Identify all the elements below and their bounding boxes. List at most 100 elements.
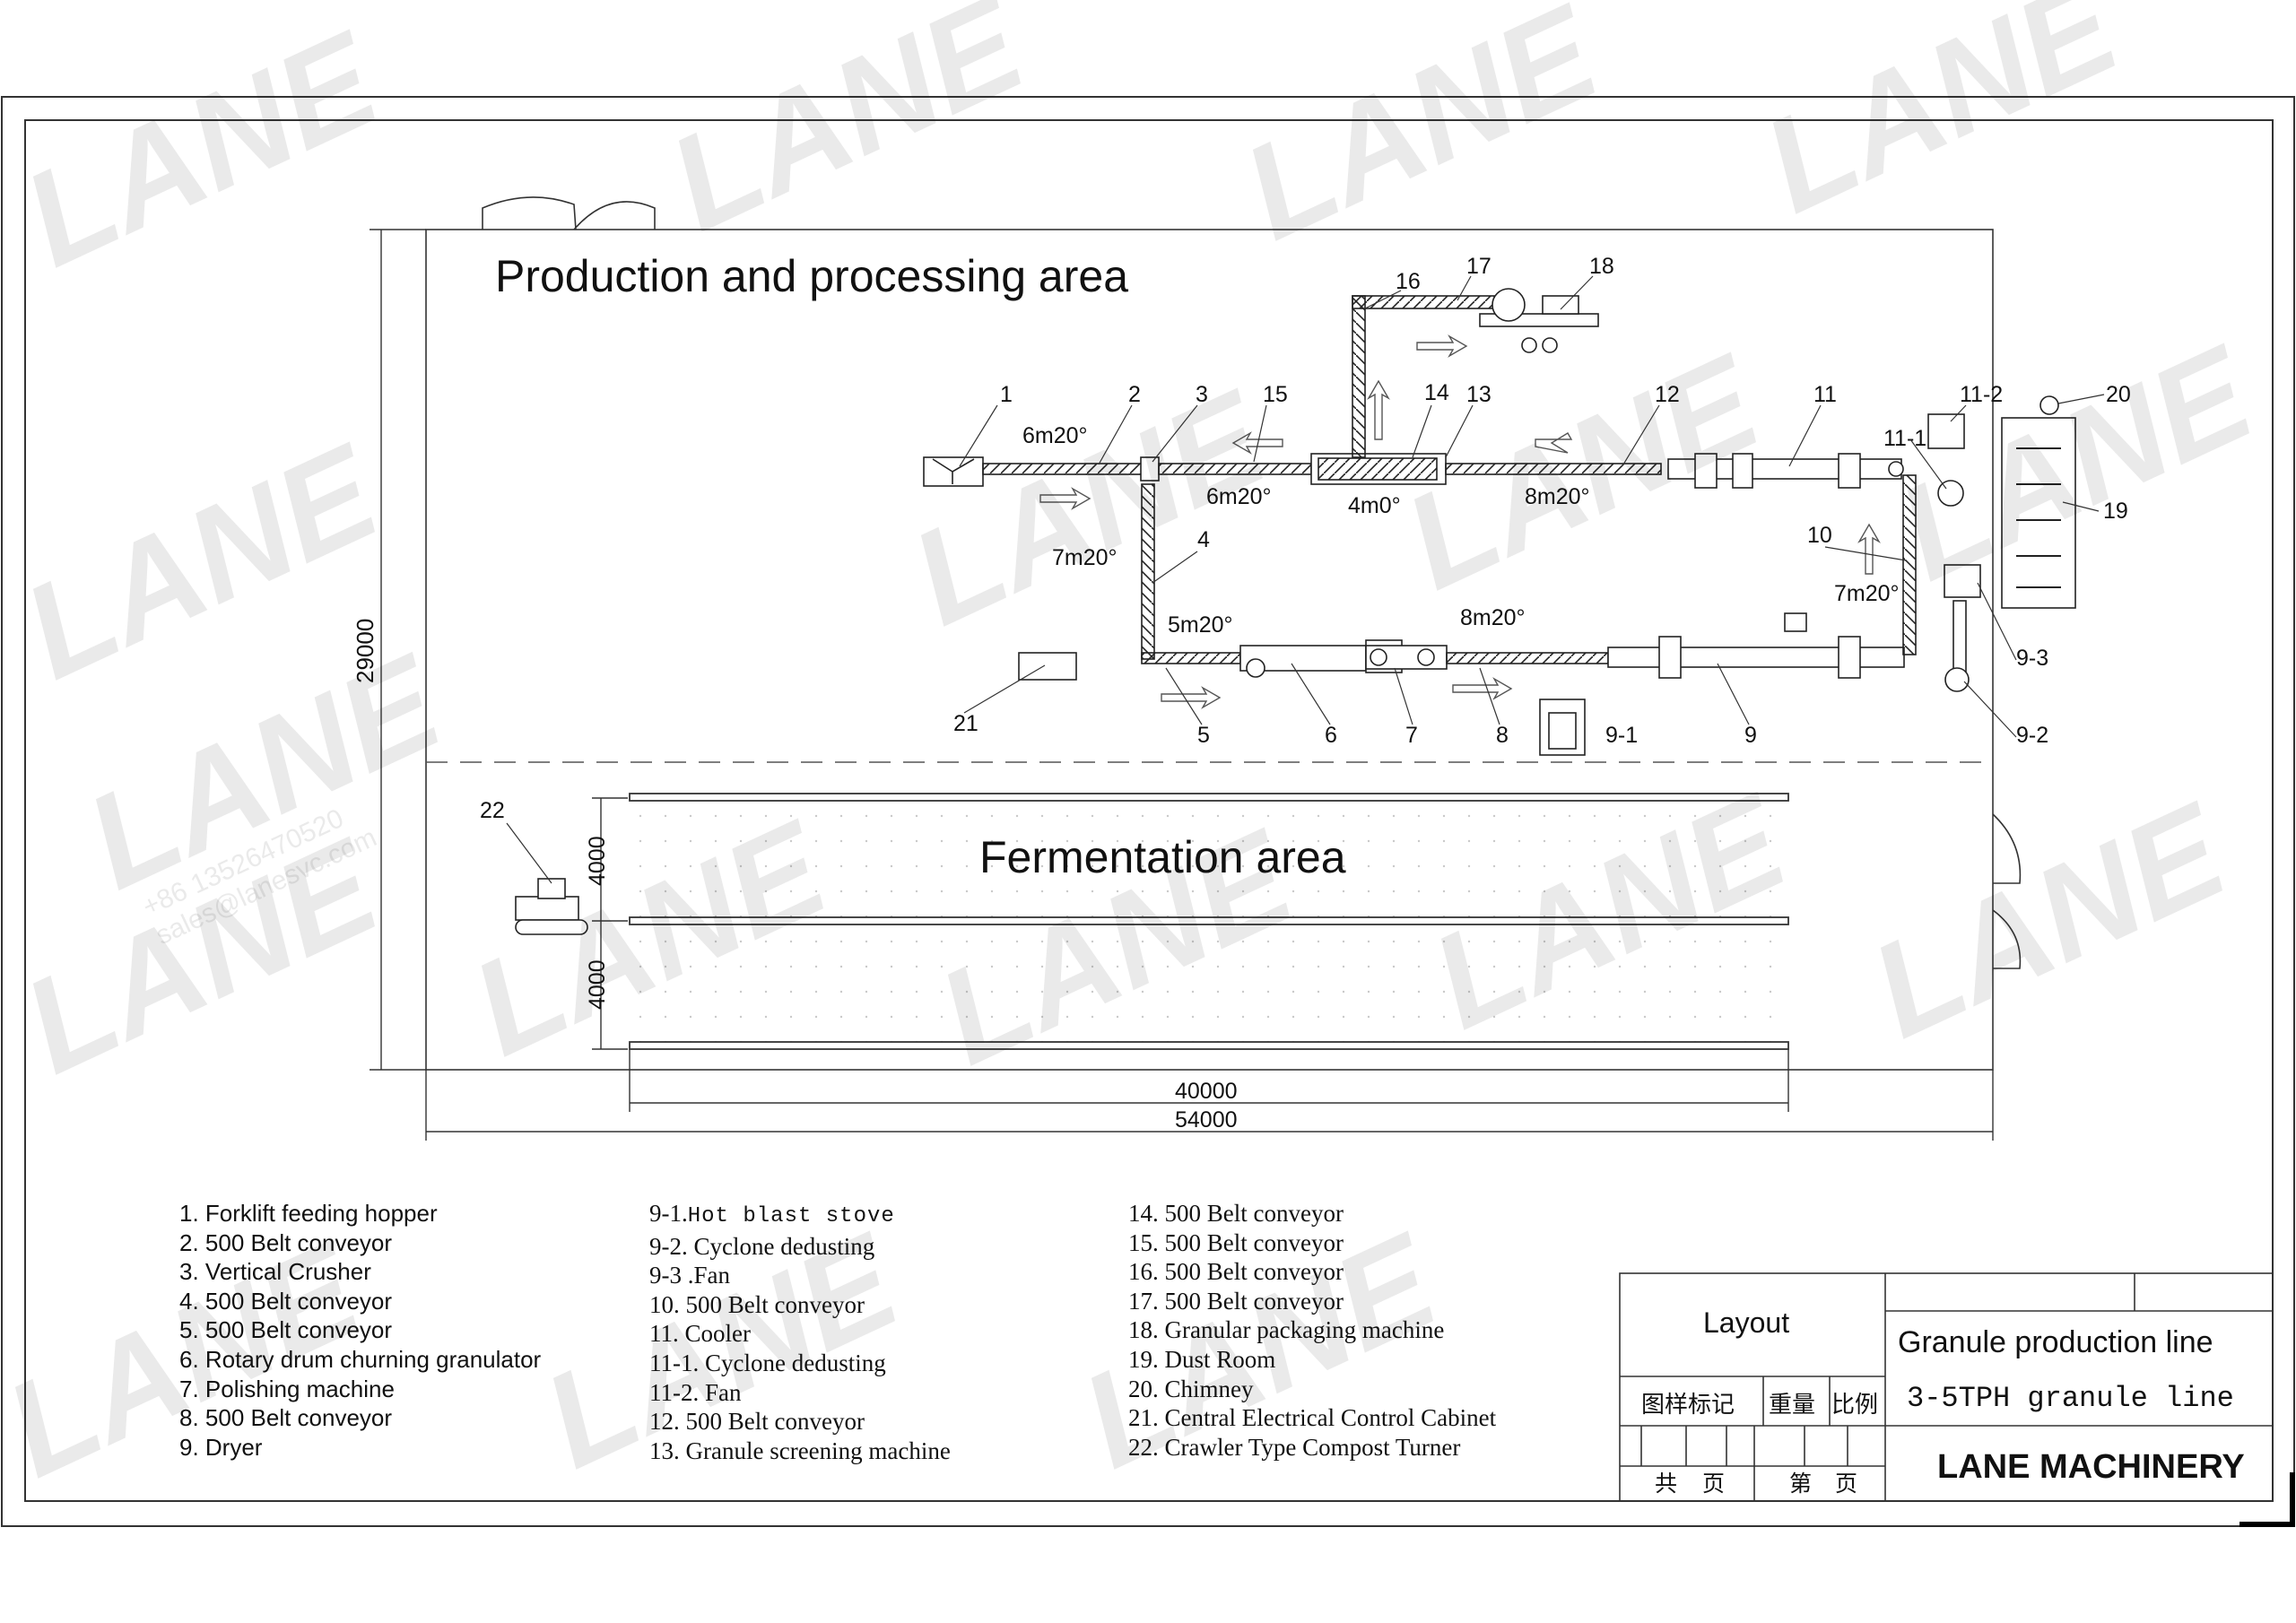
callout-19: 19: [2103, 499, 2128, 524]
svg-text:LANE: LANE: [648, 0, 1048, 259]
legend-item: 18. Granular packaging machine: [1128, 1316, 1445, 1344]
legend-item: 11-1. Cyclone dedusting: [649, 1349, 886, 1376]
callout-22: 22: [480, 798, 505, 823]
conveyor-10: [1902, 474, 1917, 655]
callout-11-1: 11-1: [1883, 426, 1926, 451]
spec-c4: 7m20°: [1052, 545, 1118, 570]
dim-length-inner: 40000: [1175, 1079, 1238, 1104]
legend-item: 21. Central Electrical Control Cabinet: [1128, 1404, 1497, 1432]
spec-c2: 6m20°: [1022, 423, 1088, 448]
callout-9-1: 9-1: [1605, 723, 1638, 748]
legend-item: 6. Rotary drum churning granulator: [179, 1345, 542, 1373]
dim-length-total: 54000: [1175, 1107, 1238, 1133]
callout-12: 12: [1655, 382, 1680, 407]
dimension-lines: [370, 229, 1994, 1141]
svg-text:LANE: LANE: [891, 361, 1290, 654]
title-page-2: 页: [1835, 1472, 1857, 1497]
door-top: [482, 196, 656, 230]
dim-lane-width-2: 4000: [585, 959, 610, 1010]
callout-1: 1: [1000, 382, 1013, 407]
svg-text:LANE: LANE: [1222, 0, 1622, 268]
callout-9-2: 9-2: [2016, 723, 2048, 748]
title-layout: Layout: [1703, 1306, 1789, 1339]
callout-15: 15: [1263, 382, 1288, 407]
callout-5: 5: [1197, 723, 1210, 748]
trough-walls: [629, 793, 1789, 1050]
spec-c15: 6m20°: [1206, 484, 1272, 509]
legend-item: 16. 500 Belt conveyor: [1128, 1258, 1344, 1286]
flow-arrows: [1039, 334, 1881, 709]
equipment: [515, 288, 2076, 935]
legend-item: 11-2. Fan: [649, 1378, 742, 1406]
title-weight-label: 重量: [1769, 1392, 1815, 1418]
callout-18: 18: [1589, 254, 1614, 279]
legend-item: 3. Vertical Crusher: [179, 1258, 371, 1286]
legend-item: 9-2. Cyclone dedusting: [649, 1232, 875, 1260]
dim-lane-width-1: 4000: [585, 836, 610, 886]
door-right: [1992, 813, 2022, 969]
spec-c14: 4m0°: [1348, 493, 1401, 518]
legend-item: 17. 500 Belt conveyor: [1128, 1287, 1344, 1315]
legend-item: 14. 500 Belt conveyor: [1128, 1200, 1344, 1227]
dryer: [1607, 647, 1905, 668]
svg-text:LANE: LANE: [1877, 317, 2276, 609]
legend-item: 8. 500 Belt conveyor: [179, 1404, 393, 1432]
fermentation-area-title: Fermentation area: [979, 832, 1346, 882]
legend-item: 11. Cooler: [649, 1320, 751, 1348]
inner-border: [24, 119, 2274, 1502]
callout-9-3: 9-3: [2016, 646, 2048, 671]
legend-item: 12. 500 Belt conveyor: [649, 1408, 865, 1436]
svg-text:LANE: LANE: [1850, 774, 2249, 1066]
callout-11: 11: [1813, 382, 1837, 407]
dim-height-total: 29000: [352, 619, 378, 683]
chimney: [2039, 395, 2059, 415]
outer-border: [1, 96, 2295, 1527]
title-block: [1619, 1272, 2274, 1502]
callout-2: 2: [1128, 382, 1141, 407]
spec-c5: 5m20°: [1168, 612, 1233, 638]
conveyor-12: [1445, 463, 1662, 475]
legend-item-prefix: 9-1.: [649, 1200, 688, 1227]
legend-col-2: 9-1.Hot blast stove 9-2. Cyclone dedusti…: [649, 1199, 951, 1465]
legend-item: 22. Crawler Type Compost Turner: [1128, 1433, 1461, 1461]
callout-6: 6: [1325, 723, 1337, 748]
spec-c10: 7m20°: [1834, 581, 1900, 606]
callouts: 1 2 3 15 16 17 18 14 13 12 11 11-2 20 11…: [480, 254, 2131, 823]
conveyor-16: [1352, 295, 1366, 458]
title-page-1: 第: [1789, 1471, 1812, 1497]
title-product: Granule production line: [1898, 1325, 2213, 1359]
conveyor-17: [1352, 295, 1495, 309]
legend-col-3: 14. 500 Belt conveyor 15. 500 Belt conve…: [1128, 1199, 1496, 1462]
legend-col-1: 1. Forklift feeding hopper 2. 500 Belt c…: [179, 1199, 541, 1462]
legend-item: 10. 500 Belt conveyor: [649, 1290, 865, 1318]
title-capacity: 3-5TPH granule line: [1907, 1382, 2234, 1415]
callout-21: 21: [953, 711, 978, 736]
title-company: LANE MACHINERY: [1937, 1448, 2245, 1486]
callout-3: 3: [1196, 382, 1208, 407]
legend-item: 15. 500 Belt conveyor: [1128, 1228, 1344, 1256]
production-area-title: Production and processing area: [495, 251, 1128, 301]
legend-item: 5. 500 Belt conveyor: [179, 1316, 393, 1344]
legend-item: 9-1.Hot blast stove: [649, 1199, 951, 1232]
legend-item: 1. Forklift feeding hopper: [179, 1200, 438, 1227]
fan-9-3: [1944, 564, 1981, 598]
legend-item: 2. 500 Belt conveyor: [179, 1228, 393, 1256]
legend-item: 7. Polishing machine: [179, 1375, 395, 1402]
conveyor-5: [1141, 652, 1241, 664]
callout-16: 16: [1396, 269, 1421, 294]
conveyor-specs: 6m20° 6m20° 4m0° 8m20° 7m20° 5m20° 8m20°…: [1022, 423, 1900, 638]
corner-mark: [2239, 1472, 2295, 1527]
title-total-1: 共: [1655, 1471, 1677, 1497]
spec-c8: 8m20°: [1460, 605, 1526, 630]
callout-11-2: 11-2: [1960, 382, 2003, 407]
callout-17: 17: [1466, 254, 1492, 279]
legend-item: 20. Chimney: [1128, 1375, 1254, 1402]
legend-item: 9-3 .Fan: [649, 1262, 730, 1289]
compost-turner: [515, 896, 579, 921]
cyclone-9-2: [1944, 667, 1970, 692]
title-mark-label: 图样标记: [1641, 1392, 1735, 1418]
spec-c12: 8m20°: [1525, 484, 1590, 509]
callout-7: 7: [1405, 723, 1418, 748]
legend-item: 19. Dust Room: [1128, 1345, 1276, 1373]
legend-item: 4. 500 Belt conveyor: [179, 1287, 393, 1315]
